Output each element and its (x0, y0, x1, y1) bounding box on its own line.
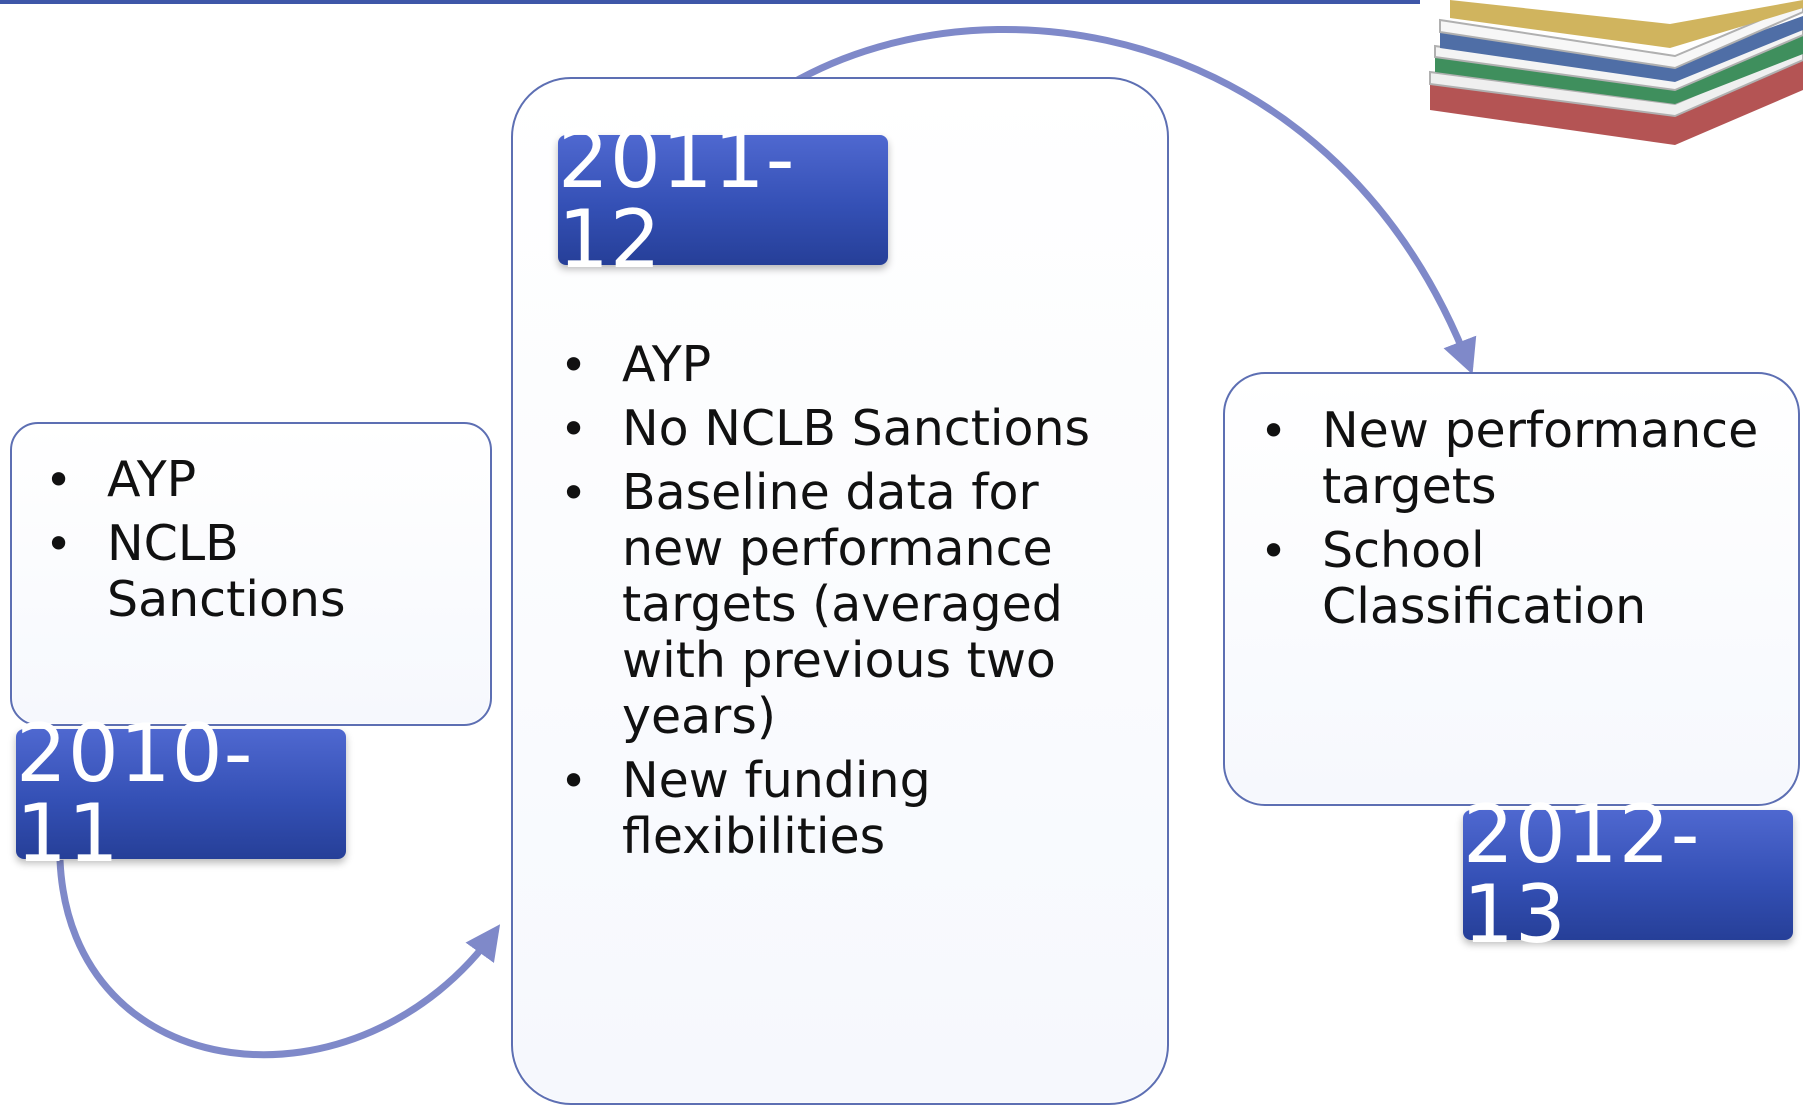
stage-item: NCLB Sanctions (45, 516, 475, 628)
stage-item: New funding flexibilities (560, 753, 1120, 865)
stage-bullet-list-2012-13: New performance targets School Classific… (1260, 403, 1760, 643)
stage-bullet-list-2011-12: AYP No NCLB Sanctions Baseline data for … (560, 337, 1120, 873)
stage-item: School Classification (1260, 523, 1760, 635)
stage-item: No NCLB Sanctions (560, 401, 1120, 458)
stage-item: New performance targets (1260, 403, 1760, 515)
stage-item: Baseline data for new performance target… (560, 465, 1120, 745)
stage-item: AYP (45, 452, 475, 509)
year-label-2011-12: 2011-12 (558, 120, 888, 280)
stage-bullet-list-2010-11: AYP NCLB Sanctions (45, 452, 475, 636)
connector-arrow-2011-to-2012 (720, 26, 1477, 375)
stage-item: AYP (560, 337, 1120, 394)
year-label-2010-11: 2010-11 (16, 714, 346, 874)
connector-arrow-2010-to-2011 (56, 859, 501, 1059)
year-label-2012-13: 2012-13 (1463, 795, 1793, 955)
books-stack-image (1429, 0, 1803, 145)
top-accent-rule (0, 0, 1420, 4)
